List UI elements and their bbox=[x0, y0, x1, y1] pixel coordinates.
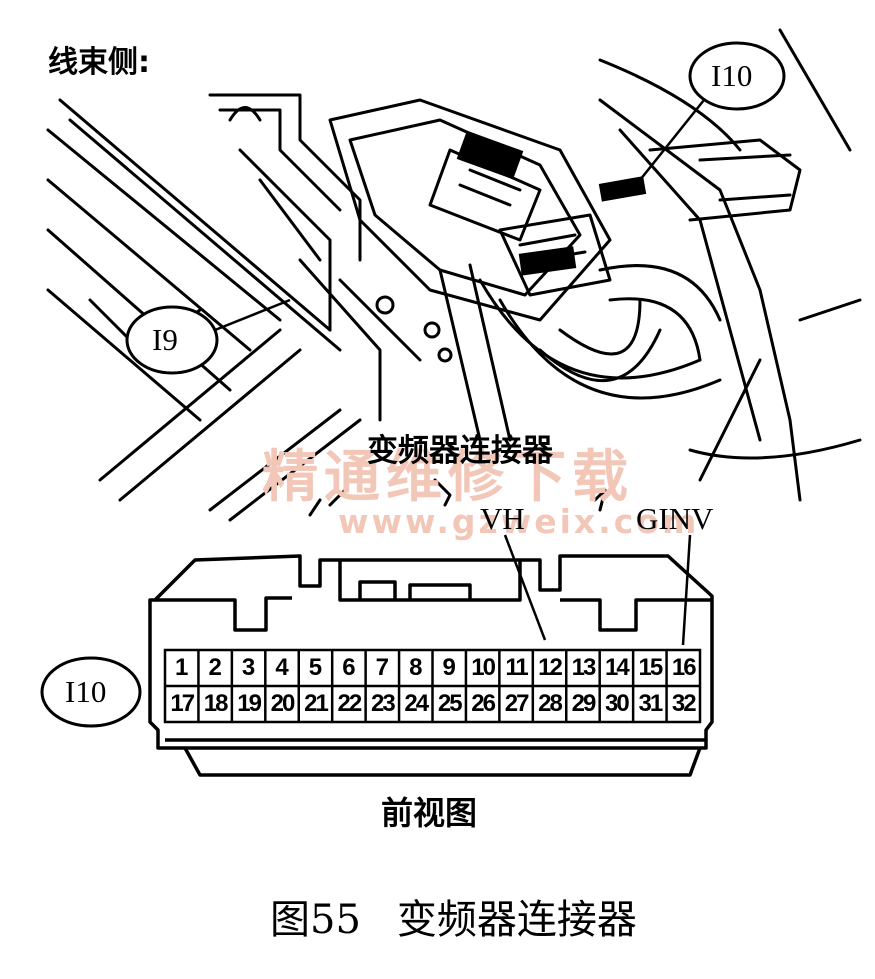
callout-i10-top: I10 bbox=[711, 58, 753, 93]
connector-pin-16: 16 bbox=[671, 654, 697, 681]
connector-pin-26: 26 bbox=[471, 690, 496, 717]
connector-pin-3: 3 bbox=[241, 654, 256, 681]
pin-label-ginv: GINV bbox=[636, 501, 714, 536]
callout-i9: I9 bbox=[152, 322, 178, 357]
connector-pin-15: 15 bbox=[638, 654, 663, 681]
connector-pin-7: 7 bbox=[375, 654, 390, 681]
connector-pin-25: 25 bbox=[437, 690, 463, 717]
connector-pin-10: 10 bbox=[471, 654, 496, 681]
connector-pin-6: 6 bbox=[342, 654, 356, 681]
harness-side-label: 线束侧: bbox=[48, 45, 150, 80]
connector-pin-9: 9 bbox=[442, 654, 456, 681]
front-view-label: 前视图 bbox=[381, 794, 478, 832]
connector-pin-13: 13 bbox=[571, 654, 597, 681]
connector-pin-17: 17 bbox=[170, 690, 195, 717]
watermark-title: 精通维修下载 bbox=[262, 445, 634, 510]
connector-pin-24: 24 bbox=[404, 690, 429, 717]
pin-label-vh: VH bbox=[480, 501, 525, 536]
connector-pin-19: 19 bbox=[237, 690, 262, 717]
connector-pin-29: 29 bbox=[571, 690, 597, 717]
figure-caption: 图55 变频器连接器 bbox=[270, 900, 637, 940]
figure-number: 图55 bbox=[270, 897, 361, 943]
connector-pin-20: 20 bbox=[270, 690, 296, 717]
callout-i10-left: I10 bbox=[65, 674, 107, 709]
connector-pin-2: 2 bbox=[208, 654, 222, 681]
connector-pin-11: 11 bbox=[505, 654, 528, 681]
connector-pin-27: 27 bbox=[504, 690, 530, 717]
connector-pin-12: 12 bbox=[538, 654, 563, 681]
connector-pin-18: 18 bbox=[203, 690, 229, 717]
connector-pin-32: 32 bbox=[671, 690, 697, 717]
connector-pin-5: 5 bbox=[308, 654, 323, 681]
watermark-url: www.gzweix.com bbox=[338, 502, 700, 541]
figure-title: 变频器连接器 bbox=[396, 897, 637, 943]
connector-pin-23: 23 bbox=[370, 690, 396, 717]
connector-pin-4: 4 bbox=[275, 654, 289, 681]
connector-pin-30: 30 bbox=[605, 690, 630, 717]
connector-pin-21: 21 bbox=[304, 690, 329, 717]
inverter-connector-label: 变频器连接器 bbox=[367, 433, 553, 469]
connector-pin-31: 31 bbox=[638, 690, 663, 717]
connector-pin-22: 22 bbox=[337, 690, 363, 717]
connector-pin-28: 28 bbox=[538, 690, 563, 717]
connector-pin-1: 1 bbox=[175, 654, 189, 681]
connector-pin-14: 14 bbox=[605, 654, 630, 681]
connector-pin-8: 8 bbox=[409, 654, 423, 681]
